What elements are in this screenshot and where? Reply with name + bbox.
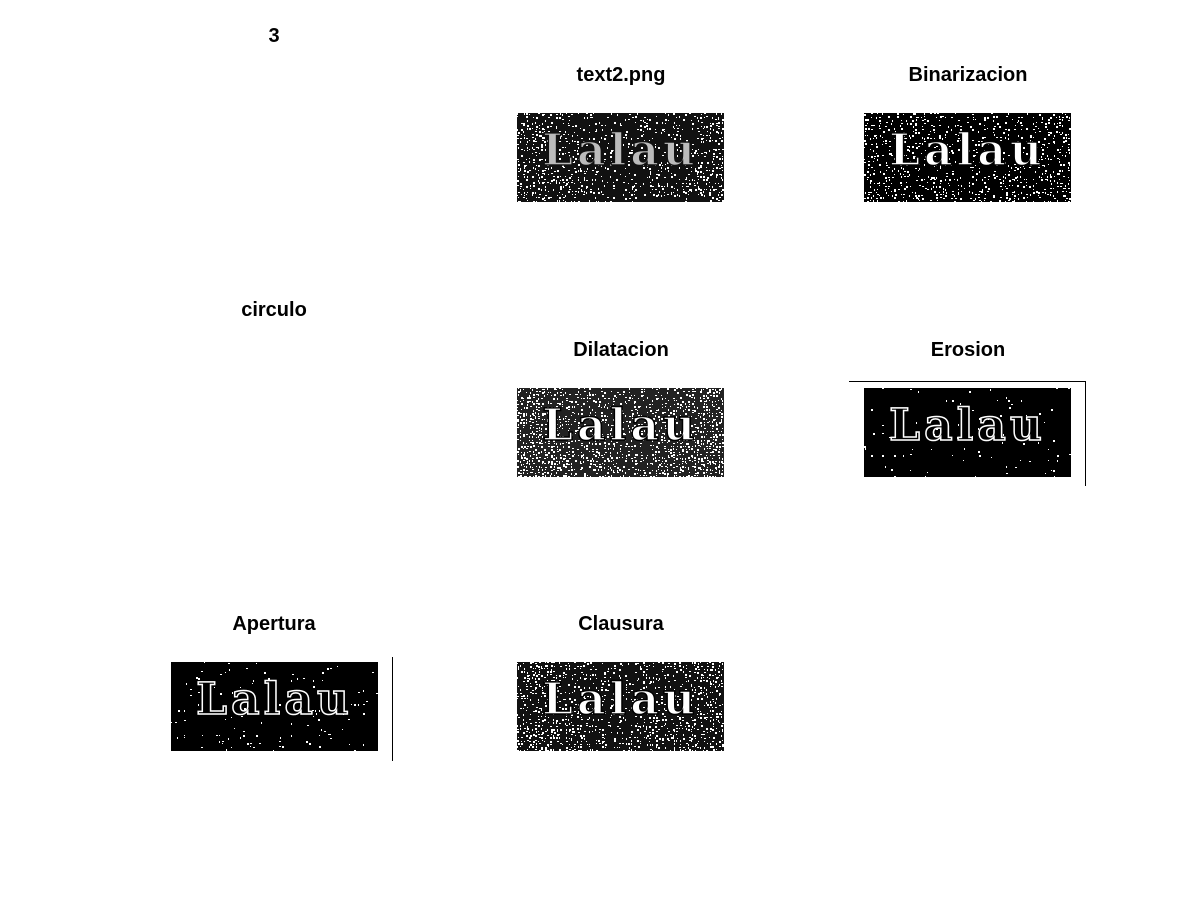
panel-title-clausura: Clausura <box>578 613 664 635</box>
clausura-image: Lalau <box>517 662 724 751</box>
panel-title-3: 3 <box>268 25 280 47</box>
erosion-frame-right <box>1085 381 1086 486</box>
text2-image: Lalau <box>517 113 724 202</box>
panel-title-erosion: Erosion <box>930 339 1006 361</box>
panel-title-apertura: Apertura <box>232 613 316 635</box>
image-word: Lalau <box>542 674 699 725</box>
erosion-frame-top <box>849 381 1086 382</box>
image-word: Lalau <box>196 674 353 725</box>
erosion-image: Lalau <box>864 388 1071 477</box>
panel-title-binarizacion: Binarizacion <box>908 64 1028 86</box>
panel-title-dilatacion: Dilatacion <box>573 339 669 361</box>
image-word: Lalau <box>889 400 1046 451</box>
image-word: Lalau <box>542 400 699 451</box>
apertura-frame-right <box>392 657 393 761</box>
image-word: Lalau <box>889 125 1046 176</box>
image-word: Lalau <box>542 125 699 176</box>
dilatacion-image: Lalau <box>517 388 724 477</box>
panel-title-text2: text2.png <box>576 64 666 86</box>
binarizacion-image: Lalau <box>864 113 1071 202</box>
apertura-image: Lalau <box>171 662 378 751</box>
panel-title-circulo: circulo <box>241 299 307 321</box>
